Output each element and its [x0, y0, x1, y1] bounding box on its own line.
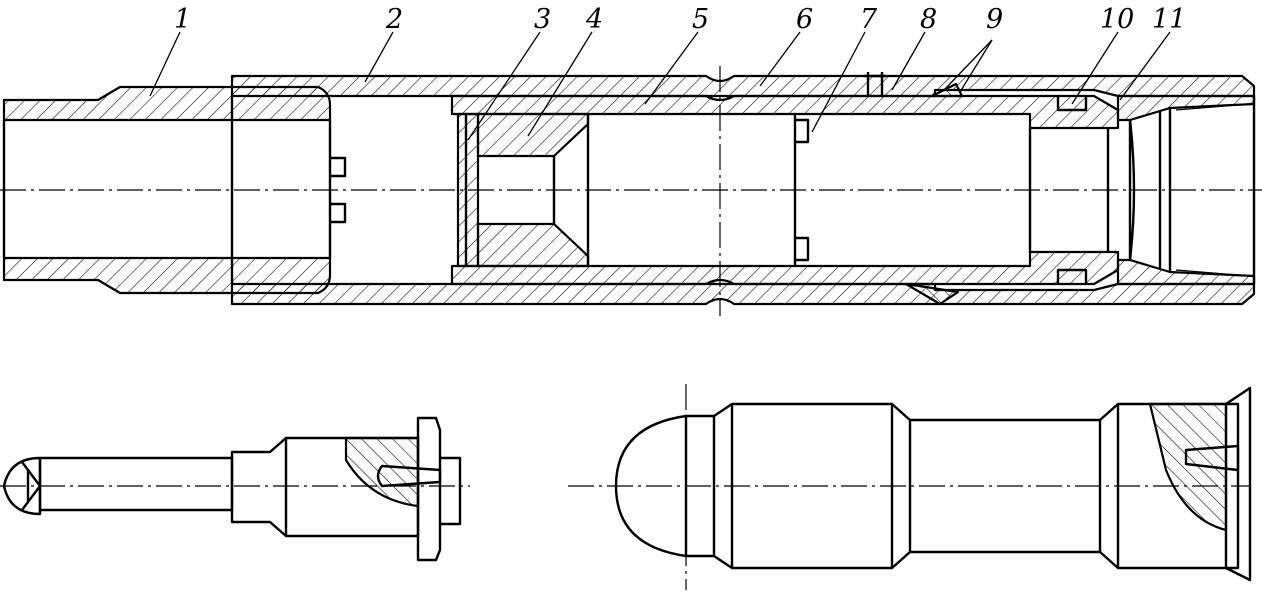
callout-3: 3 [534, 4, 551, 35]
part-3-end-ring [456, 112, 480, 268]
assembly-section [0, 66, 1262, 316]
callout-8: 8 [920, 4, 937, 35]
part-7-stop-ring [795, 118, 810, 262]
callouts: 1 2 3 4 5 6 7 8 9 10 11 [174, 4, 1186, 35]
callout-1: 1 [174, 4, 191, 35]
callout-2: 2 [385, 4, 403, 35]
callout-6: 6 [796, 4, 813, 35]
leader-lines [149, 31, 1171, 141]
large-tool-view [568, 384, 1252, 590]
callout-5: 5 [692, 4, 709, 35]
part-10-key [1056, 96, 1088, 284]
callout-10: 10 [1100, 4, 1134, 35]
small-tool-view [0, 416, 470, 562]
callout-9: 9 [986, 4, 1003, 35]
callout-4: 4 [585, 4, 603, 35]
part-4-cone-insert [476, 112, 590, 268]
callout-11: 11 [1152, 4, 1186, 35]
callout-7: 7 [860, 4, 878, 35]
part-5-inner-tube [450, 94, 1120, 286]
part-8-pin [864, 72, 886, 96]
